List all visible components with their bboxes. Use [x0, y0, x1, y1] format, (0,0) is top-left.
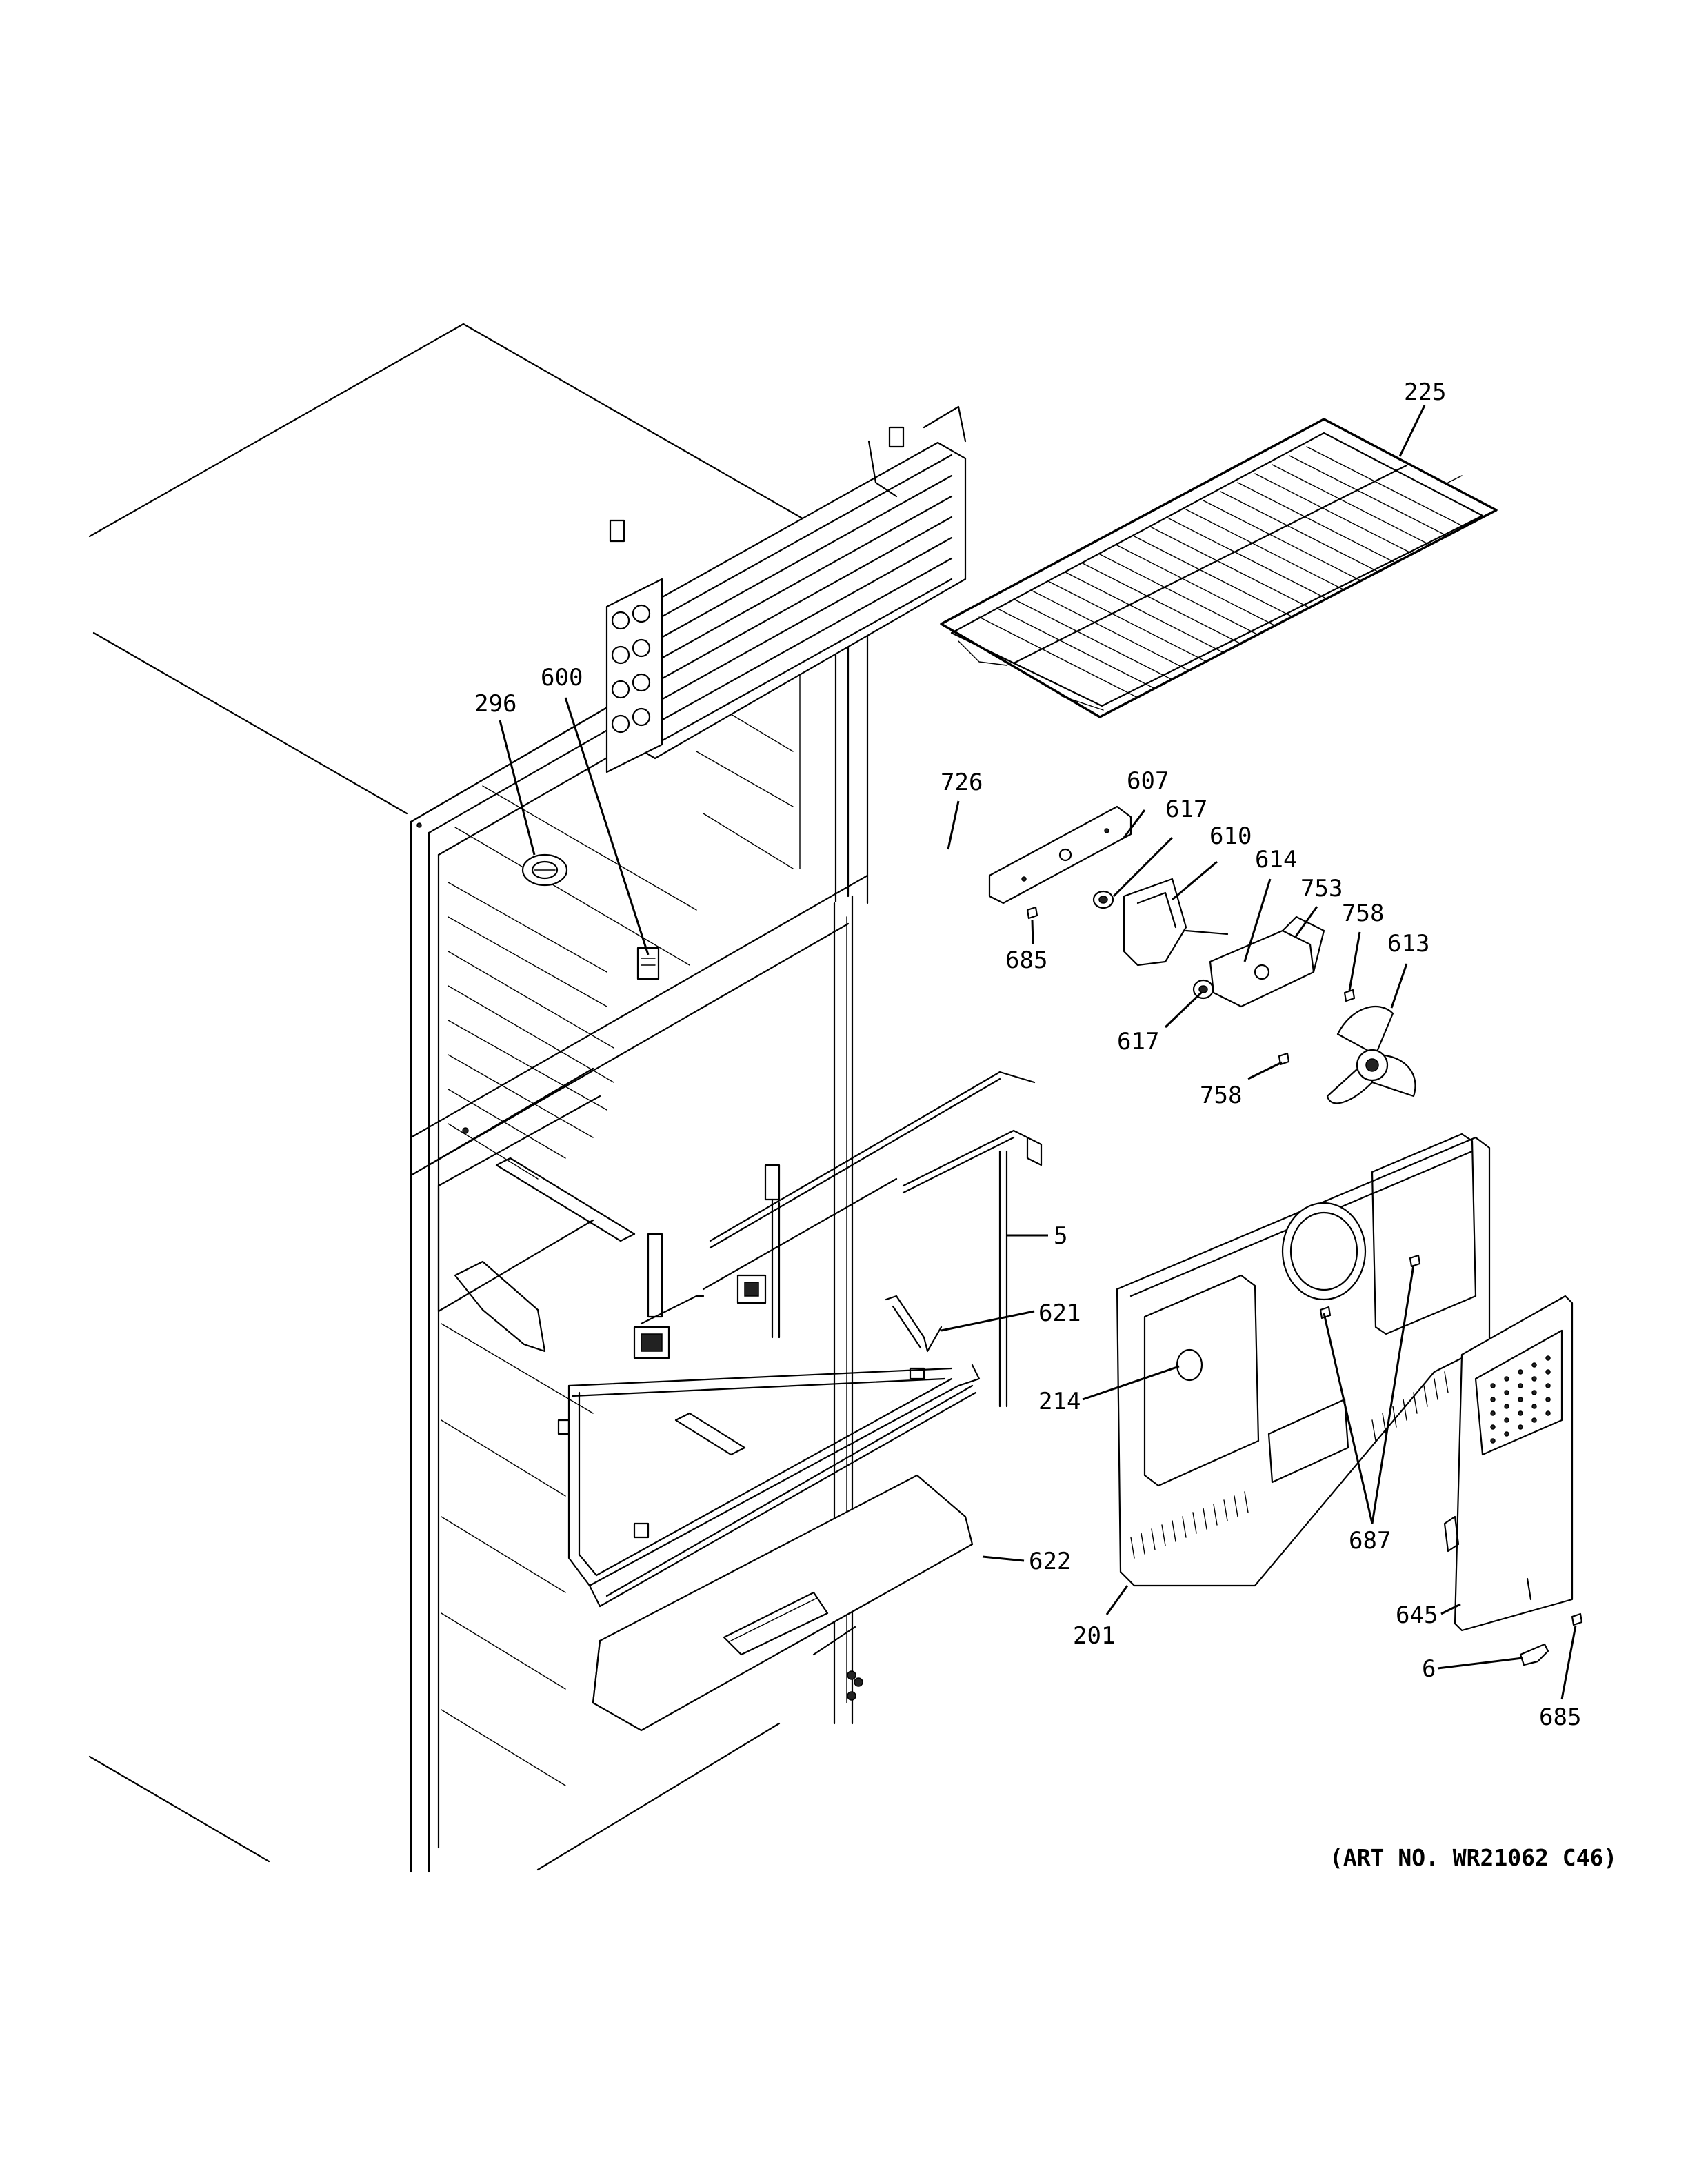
- callout-753: 753: [1300, 875, 1343, 902]
- callout-225: 225: [1404, 378, 1446, 406]
- wire-shelf-225: [940, 418, 1498, 718]
- callout-6: 6: [1422, 1655, 1436, 1683]
- callout-685-top: 685: [1005, 947, 1047, 974]
- callout-617-bottom: 617: [1117, 1028, 1159, 1055]
- drain-clip-621: [885, 1295, 943, 1353]
- leader-lines: [499, 405, 1577, 1700]
- screw-758-top: [1343, 989, 1356, 1002]
- fan-blade-613: [1326, 1005, 1416, 1104]
- grommet-617-bottom: [1192, 979, 1214, 1000]
- callout-614: 614: [1255, 846, 1297, 873]
- callout-726: 726: [941, 769, 983, 796]
- drain-trough-622: [592, 1474, 974, 1732]
- evaporator-coil-726: [605, 405, 967, 774]
- art-number: (ART NO. WR21062 C46): [1329, 1844, 1617, 1871]
- callout-214: 214: [1038, 1388, 1081, 1415]
- callout-600: 600: [541, 664, 583, 691]
- fan-bracket-753: [1209, 916, 1325, 1008]
- clip-6: [1519, 1643, 1549, 1666]
- grommet-617-top: [1092, 890, 1114, 909]
- callout-622: 622: [1029, 1548, 1071, 1575]
- fan-grille-645: [1443, 1295, 1574, 1632]
- callout-610: 610: [1209, 822, 1252, 850]
- callout-5: 5: [1054, 1222, 1067, 1250]
- callout-758-top: 758: [1342, 900, 1384, 927]
- callout-621: 621: [1038, 1300, 1081, 1327]
- callout-645: 645: [1396, 1601, 1438, 1629]
- thermostat-600: [636, 947, 660, 980]
- callout-607: 607: [1127, 767, 1169, 795]
- callout-201: 201: [1073, 1622, 1115, 1650]
- callout-617-top: 617: [1165, 796, 1207, 823]
- callout-685-bottom: 685: [1539, 1703, 1581, 1731]
- callout-613: 613: [1387, 930, 1429, 958]
- screw-685-bottom: [1571, 1612, 1583, 1626]
- defrost-heater-harness-5: [557, 1071, 1043, 1608]
- fan-motor-610: [1123, 878, 1229, 967]
- callout-758-bottom: 758: [1200, 1082, 1242, 1109]
- callout-labels: 225 296 600 726 607 617 610 614 753 758 …: [474, 378, 1581, 1731]
- fan-motor-bracket-607: [988, 805, 1132, 904]
- evaporator-cover-201: [1116, 1133, 1491, 1587]
- callout-296: 296: [474, 690, 516, 718]
- callout-687: 687: [1349, 1527, 1391, 1555]
- screw-685-top: [1026, 906, 1038, 920]
- light-socket-296: [521, 853, 568, 887]
